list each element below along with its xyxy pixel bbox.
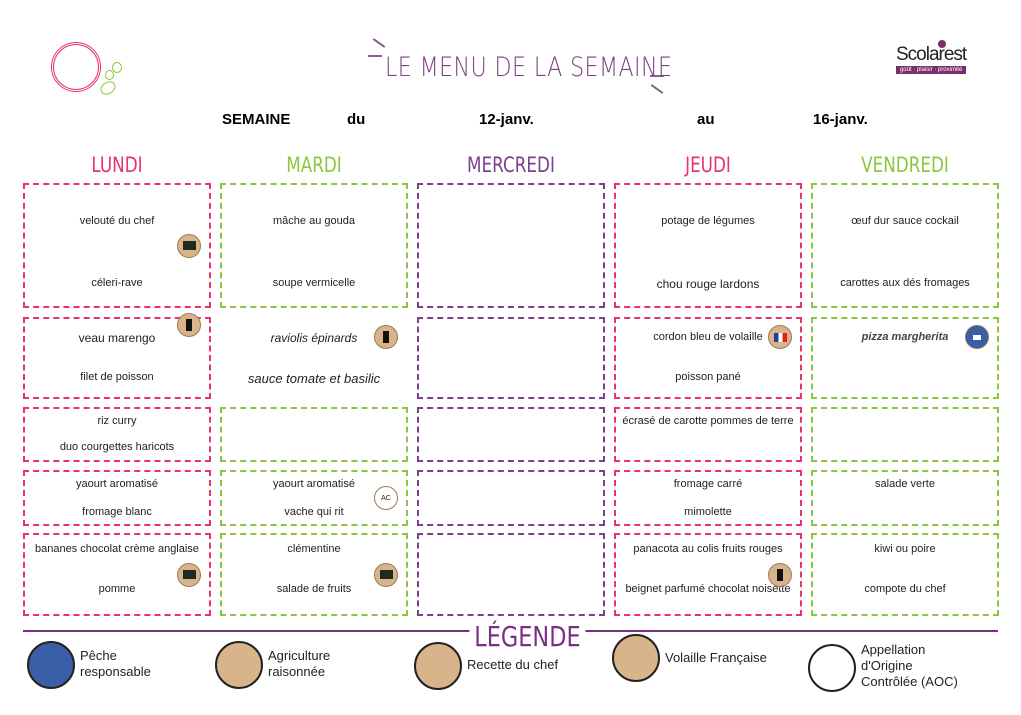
menu-cell: velouté du chef céleri-rave <box>23 183 211 308</box>
legend-label: Agriculture raisonnée <box>268 648 331 679</box>
menu-cell: potage de légumes chou rouge lardons <box>614 183 802 308</box>
brand-name: Scolarest <box>896 44 967 65</box>
dish-top: velouté du chef <box>79 215 155 227</box>
from-date: 12-janv. <box>479 111 534 128</box>
menu-cell: salade verte <box>811 470 999 526</box>
menu-cell <box>417 183 605 308</box>
week-label: SEMAINE <box>222 111 291 128</box>
chef-icon <box>374 325 398 349</box>
legend-label: Appellation d'Origine Contrôlée (AOC) <box>861 642 958 689</box>
to-date: 16-janv. <box>813 111 868 128</box>
menu-cell: pizza margherita <box>811 317 999 399</box>
stamp-logo <box>51 42 101 92</box>
dish-top: écrasé de carotte pommes de terre <box>622 415 794 427</box>
dish-top: yaourt aromatisé <box>273 478 355 490</box>
dish-bottom: sauce tomate et basilic <box>247 371 381 386</box>
chef-icon <box>768 562 792 587</box>
legend-title: LÉGENDE <box>469 620 586 653</box>
menu-cell: panacota au colis fruits rouges beignet p… <box>614 533 802 616</box>
dish-bottom: compote du chef <box>864 583 946 595</box>
dish-top: kiwi ou poire <box>874 543 936 555</box>
menu-cell: écrasé de carotte pommes de terre <box>614 407 802 462</box>
day-heading-jeudi: JEUDI <box>685 153 731 177</box>
day-heading-mardi: MARDI <box>286 153 342 177</box>
page-title: LE MENU DE LA SEMAINE <box>385 52 673 83</box>
agriculture-icon <box>177 233 201 258</box>
menu-cell: œuf dur sauce cockail carottes aux dés fr… <box>811 183 999 308</box>
dish-bottom: soupe vermicelle <box>272 277 356 289</box>
legend-volaille-icon <box>612 634 660 682</box>
dish-bottom: duo courgettes haricots <box>59 441 175 453</box>
menu-cell <box>811 407 999 462</box>
dish-top: pizza margherita <box>861 331 949 343</box>
menu-cell: cordon bleu de volaille poisson pané <box>614 317 802 399</box>
brand-logo: Scolarest goût · plaisir · proximité <box>896 40 967 74</box>
legend-label: Recette du chef <box>467 657 559 672</box>
dish-bottom: beignet parfumé chocolat noisette <box>625 583 791 595</box>
dish-bottom: poisson pané <box>675 371 741 383</box>
dish-top: clémentine <box>287 543 341 555</box>
brand-tagline: goût · plaisir · proximité <box>896 66 967 74</box>
dish-bottom: carottes aux dés fromages <box>840 277 970 289</box>
dish-top: cordon bleu de volaille <box>653 331 763 343</box>
dish-top: raviolis épinards <box>270 331 358 345</box>
menu-cell <box>417 470 605 526</box>
legend-label: Volaille Française <box>665 650 767 665</box>
legend-peche-icon <box>27 641 75 689</box>
menu-cell: yaourt aromatisé vache qui rit AC <box>220 470 408 526</box>
dish-top: panacota au colis fruits rouges <box>633 543 783 555</box>
dish-bottom: pomme <box>98 583 136 595</box>
legend-aoc-icon <box>808 644 856 692</box>
day-heading-lundi: LUNDI <box>91 153 143 177</box>
legend-chef-icon <box>414 642 462 690</box>
legend-agriculture-icon <box>215 641 263 689</box>
dish-top: yaourt aromatisé <box>76 478 158 490</box>
menu-cell: fromage carré mimolette <box>614 470 802 526</box>
menu-cell: mâche au gouda soupe vermicelle <box>220 183 408 308</box>
legend-label: Pêche responsable <box>80 648 151 679</box>
dish-bottom: chou rouge lardons <box>656 277 760 291</box>
menu-cell: raviolis épinards sauce tomate et basilic <box>220 317 408 399</box>
dish-bottom: vache qui rit <box>284 506 344 518</box>
from-label: du <box>347 111 366 128</box>
agriculture-icon <box>374 562 398 587</box>
to-label: au <box>697 111 715 128</box>
day-heading-vendredi: VENDREDI <box>861 153 949 177</box>
bubbles-decoration <box>98 62 124 98</box>
dish-top: potage de légumes <box>661 215 755 227</box>
menu-cell: riz curry duo courgettes haricots <box>23 407 211 462</box>
menu-cell: bananes chocolat crème anglaise pomme <box>23 533 211 616</box>
menu-cell: kiwi ou poire compote du chef <box>811 533 999 616</box>
dish-top: veau marengo <box>78 331 156 345</box>
peche-icon <box>965 325 989 349</box>
chef-icon <box>177 313 201 337</box>
menu-cell <box>417 407 605 462</box>
menu-cell: veau marengo filet de poisson <box>23 313 211 399</box>
dish-bottom: céleri-rave <box>91 277 143 289</box>
dish-top: mâche au gouda <box>273 215 355 227</box>
volaille-icon <box>768 325 792 349</box>
menu-cell <box>220 407 408 462</box>
menu-cell: yaourt aromatisé fromage blanc <box>23 470 211 526</box>
agriculture-icon <box>177 562 201 587</box>
aoc-icon: AC <box>374 486 398 510</box>
dish-bottom: salade de fruits <box>276 583 352 595</box>
menu-cell: clémentine salade de fruits <box>220 533 408 616</box>
dish-top: bananes chocolat crème anglaise <box>35 543 199 555</box>
dish-top: salade verte <box>875 478 935 490</box>
dish-bottom: mimolette <box>684 506 732 518</box>
dish-top: fromage carré <box>673 478 743 490</box>
dish-top: œuf dur sauce cockail <box>851 215 959 227</box>
menu-cell <box>417 317 605 399</box>
day-heading-mercredi: MERCREDI <box>467 153 555 177</box>
menu-cell <box>417 533 605 616</box>
dish-top: riz curry <box>97 415 137 427</box>
dish-bottom: filet de poisson <box>80 371 154 383</box>
dish-bottom: fromage blanc <box>82 506 152 518</box>
